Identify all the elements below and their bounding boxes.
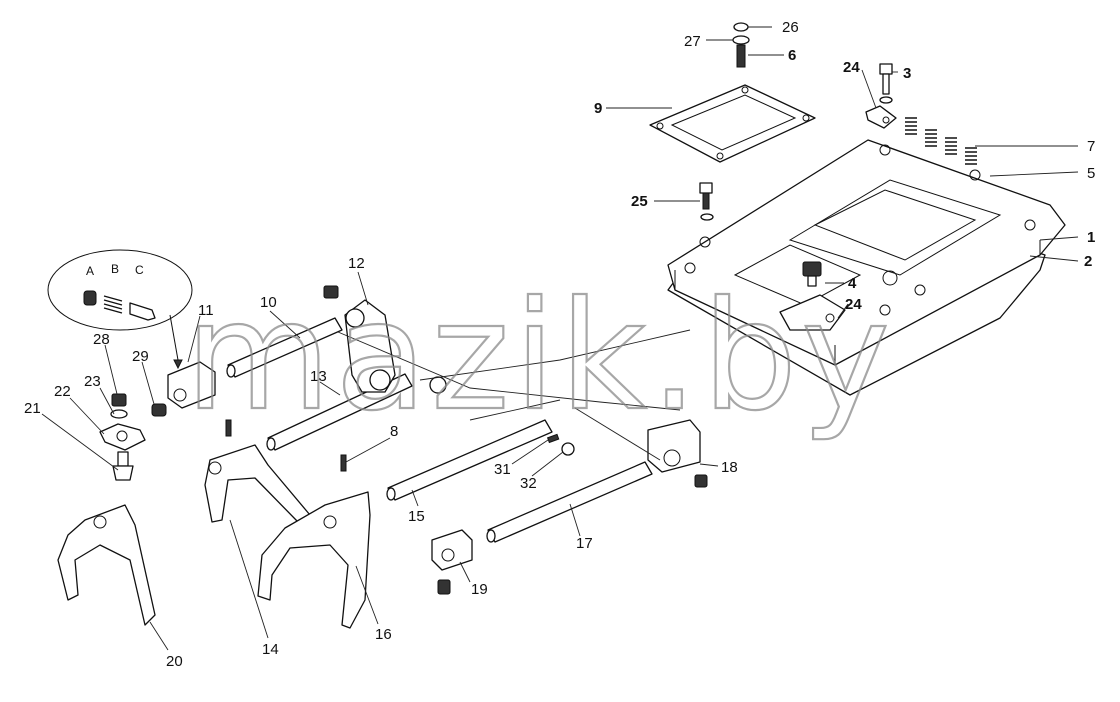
callout-10: 10 — [260, 294, 277, 311]
callout-29: 29 — [132, 348, 149, 365]
callout-16: 16 — [375, 626, 392, 643]
leader-lines — [41, 26, 1079, 651]
inset-letter-c: C — [135, 263, 144, 277]
inset-part-a — [83, 290, 97, 306]
callout-17: 17 — [576, 535, 593, 552]
cover-plate-1 — [667, 139, 1066, 366]
shift-rod-17 — [486, 461, 653, 543]
callout-22: 22 — [54, 383, 71, 400]
callout-11: 11 — [198, 302, 214, 319]
shift-fork-20 — [57, 504, 156, 626]
inset-letter-b: B — [111, 262, 119, 276]
callout-2: 2 — [1084, 253, 1092, 270]
callout-26: 26 — [782, 19, 799, 36]
inset-letter-a: A — [86, 264, 94, 278]
plug-29 — [151, 403, 167, 417]
callout-23: 23 — [84, 373, 101, 390]
shift-fork-16 — [257, 491, 371, 629]
selector-block-19 — [431, 529, 473, 595]
callout-15: 15 — [408, 508, 425, 525]
ball-32 — [561, 442, 575, 456]
callout-13: 13 — [310, 368, 327, 385]
pin-8 — [340, 454, 347, 472]
callout-31: 31 — [494, 461, 511, 478]
callout-27: 27 — [684, 33, 701, 50]
plug-4 — [779, 261, 846, 331]
callout-8: 8 — [390, 423, 398, 440]
inset-part-b — [103, 295, 123, 314]
callout-5: 5 — [1087, 165, 1095, 182]
shift-rod-10 — [226, 317, 343, 378]
bolt-25 — [699, 182, 714, 221]
bolt-6-stack — [732, 22, 750, 68]
callout-32: 32 — [520, 475, 537, 492]
shift-rod-15 — [386, 419, 553, 501]
callout-18: 18 — [721, 459, 738, 476]
callout-7: 7 — [1087, 138, 1095, 155]
shift-rod-13 — [266, 373, 413, 451]
pin-31 — [546, 433, 560, 444]
springs-7 — [905, 117, 977, 165]
callout-3: 3 — [903, 65, 911, 82]
callout-14: 14 — [262, 641, 279, 658]
shift-fork-14 — [204, 444, 311, 523]
callout-labels: 26 27 6 9 24 3 7 5 25 1 2 4 24 12 11 10 … — [24, 19, 1095, 670]
callout-25: 25 — [631, 193, 648, 210]
bolt-3-and-plate-24 — [865, 63, 897, 129]
watermark: mazik.by — [185, 270, 894, 444]
callout-4: 4 — [848, 275, 857, 292]
callout-24-bottom: 24 — [845, 296, 862, 313]
callout-20: 20 — [166, 653, 183, 670]
callout-21: 21 — [24, 400, 41, 417]
detent-block-11 — [167, 361, 216, 409]
callout-19: 19 — [471, 581, 488, 598]
callout-9: 9 — [594, 100, 602, 117]
selector-block-18 — [647, 419, 708, 488]
callout-24-top: 24 — [843, 59, 860, 76]
inset-part-c — [129, 302, 156, 321]
bolt-stack-21-28 — [99, 393, 146, 481]
callout-1: 1 — [1087, 229, 1095, 246]
pin-14 — [225, 419, 232, 437]
callout-12: 12 — [348, 255, 365, 272]
callout-6: 6 — [788, 47, 796, 64]
detail-inset — [47, 249, 193, 370]
callout-28: 28 — [93, 331, 110, 348]
top-cover-plate-9 — [649, 84, 816, 163]
